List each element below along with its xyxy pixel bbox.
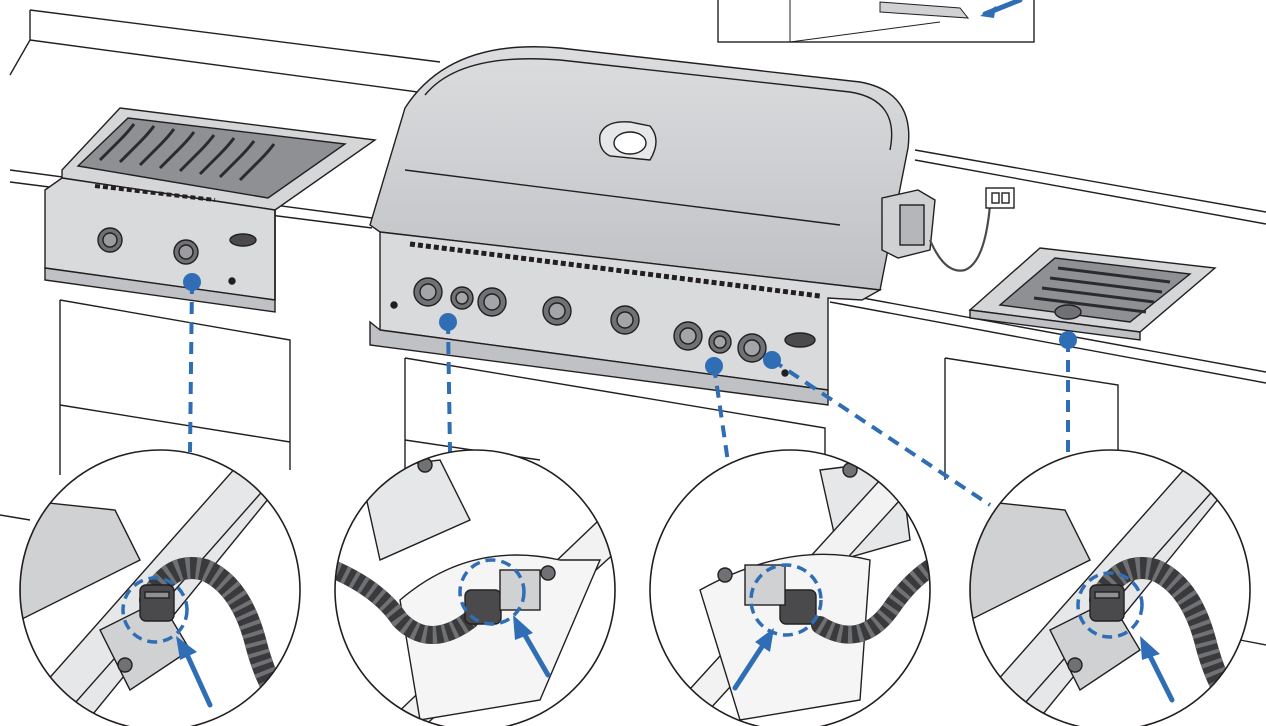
connector-detail-4 <box>969 449 1251 726</box>
connector-detail-1 <box>19 449 301 726</box>
connector-detail-3 <box>649 449 931 726</box>
connector-detail-2 <box>334 449 616 726</box>
inset-panel <box>717 0 1035 43</box>
callout-dot-2 <box>439 313 457 331</box>
callout-dot-3 <box>705 357 723 375</box>
callout-dot-5 <box>1059 331 1077 349</box>
callout-dot-4 <box>763 351 781 369</box>
callout-dots <box>183 273 1077 375</box>
callout-leaders <box>188 281 1070 507</box>
side-burner-left <box>44 107 377 313</box>
side-burner-right <box>968 247 1217 341</box>
callout-dot-1 <box>183 273 201 291</box>
main-grill <box>369 46 1015 406</box>
main-grill-knobs <box>413 277 767 363</box>
